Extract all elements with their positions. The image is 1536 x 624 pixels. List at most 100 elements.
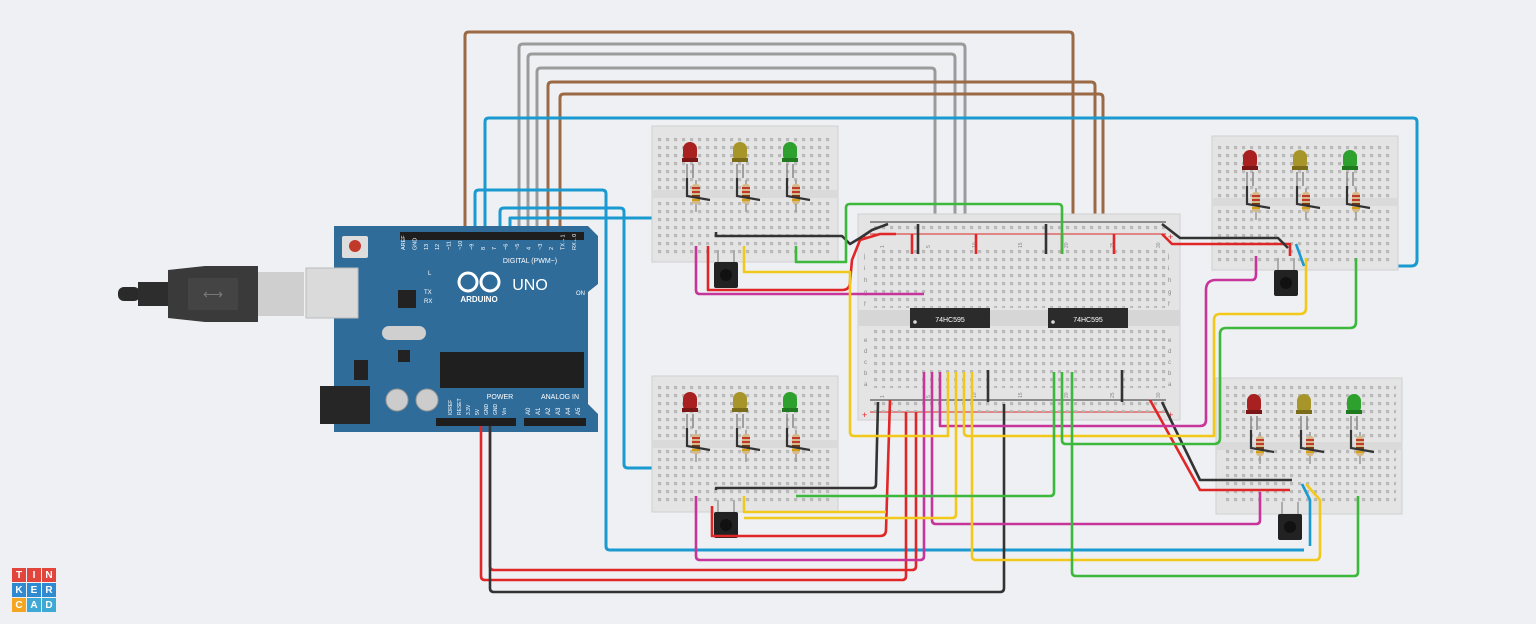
digital-pin-label: ~6 <box>504 244 510 250</box>
wire-black[interactable] <box>714 222 889 246</box>
wire-brown[interactable] <box>558 92 1105 262</box>
wire-yellow[interactable] <box>970 372 1322 562</box>
traffic-light-module <box>682 142 811 288</box>
wire-black[interactable] <box>785 428 811 452</box>
wire-black[interactable] <box>735 178 761 202</box>
pushbutton[interactable] <box>714 250 738 288</box>
digital-pin-label: 2 <box>549 247 555 250</box>
wire-red[interactable] <box>479 412 908 582</box>
shift-register-ic[interactable]: 74HC595 <box>910 308 990 328</box>
wire-magenta[interactable] <box>938 256 1258 428</box>
pushbutton[interactable] <box>714 500 738 538</box>
wire-yellow[interactable] <box>744 372 958 520</box>
wire-black[interactable] <box>1249 430 1275 454</box>
wire-yellow[interactable] <box>742 496 886 514</box>
resistor[interactable] <box>692 180 700 212</box>
wire-gray[interactable] <box>526 52 957 262</box>
pushbutton[interactable] <box>1274 258 1298 296</box>
green-led[interactable] <box>782 142 798 178</box>
wire-yellow[interactable] <box>742 246 950 438</box>
yellow-led[interactable] <box>732 142 748 178</box>
wire-black[interactable] <box>1345 186 1371 210</box>
logo-letter: I <box>27 568 41 582</box>
wire-brown[interactable] <box>463 30 1075 262</box>
wire-black[interactable] <box>735 428 761 452</box>
wire-green[interactable] <box>794 202 1064 264</box>
yellow-led[interactable] <box>732 392 748 428</box>
breadboard-row-label: f <box>1168 302 1170 308</box>
analog-pin-label: A2 <box>546 407 552 415</box>
svg-text:+: + <box>862 410 867 420</box>
wire-red[interactable] <box>1148 399 1290 492</box>
digital-pin-label: ~9 <box>469 244 475 250</box>
logo-letter: C <box>12 598 26 612</box>
wire-black[interactable] <box>1299 430 1325 454</box>
wire-black[interactable] <box>714 401 880 490</box>
wire-black[interactable] <box>1160 401 1292 482</box>
yellow-led[interactable] <box>1296 394 1312 430</box>
breadboard-col-label: 5 <box>926 245 932 248</box>
wire-red[interactable] <box>710 399 892 538</box>
wire-black[interactable] <box>785 178 811 202</box>
breadboard-col-label: 1 <box>880 245 886 248</box>
green-led[interactable] <box>1346 394 1362 430</box>
board-model: UNO <box>512 277 548 294</box>
wire-red[interactable] <box>910 234 1116 254</box>
wire-blue[interactable] <box>483 116 1419 268</box>
digital-label: DIGITAL (PWM~) <box>503 258 557 265</box>
ic-label: 74HC595 <box>1073 317 1103 324</box>
breadboard-col-label: 20 <box>1064 242 1070 248</box>
breadboard-row-label: c <box>1168 360 1171 366</box>
wire-blue[interactable] <box>1294 243 1306 267</box>
pushbutton[interactable] <box>1278 502 1302 540</box>
wire-black[interactable] <box>685 178 711 202</box>
wire-brown[interactable] <box>546 80 1097 262</box>
wire-gray[interactable] <box>535 66 937 262</box>
logo-letter: E <box>27 583 41 597</box>
wire-black[interactable] <box>488 404 1006 594</box>
analog-pin-label: A4 <box>566 407 572 415</box>
wire-gray[interactable] <box>517 42 967 262</box>
wire-blue[interactable] <box>1300 483 1312 546</box>
breadboard-col-label: 15 <box>1018 242 1024 248</box>
arduino-uno-board[interactable]: ⟷ ARDUINO UNO DIGITAL (PWM~) POWER ANALO… <box>118 226 598 432</box>
wire-yellow[interactable] <box>962 258 1308 438</box>
logo-letter: T <box>12 568 26 582</box>
wire-magenta[interactable] <box>930 372 1262 526</box>
tx-led-label: TX <box>424 290 432 296</box>
red-led[interactable] <box>1242 150 1258 186</box>
breadboard-row-label: j <box>1167 254 1169 260</box>
power-pin-label: GND <box>493 404 499 416</box>
wire-magenta[interactable] <box>694 246 924 296</box>
wire-black[interactable] <box>1295 186 1321 210</box>
green-led[interactable] <box>1342 150 1358 186</box>
wire-magenta[interactable] <box>694 372 926 562</box>
wire-green[interactable] <box>1070 372 1360 578</box>
wire-green[interactable] <box>1060 258 1358 446</box>
green-led[interactable] <box>782 392 798 428</box>
red-led[interactable] <box>1246 394 1262 430</box>
wire-black[interactable] <box>916 224 1124 402</box>
breadboard-row-label: i <box>864 266 865 272</box>
wire-black[interactable] <box>685 428 711 452</box>
logo-letter: R <box>42 583 56 597</box>
wire-blue[interactable] <box>498 206 740 470</box>
resistor[interactable] <box>792 430 800 462</box>
red-led[interactable] <box>682 142 698 178</box>
wire-black[interactable] <box>1349 430 1375 454</box>
wire-blue[interactable] <box>473 188 1304 552</box>
wire-black[interactable] <box>1161 222 1289 249</box>
wire-black[interactable] <box>1245 186 1271 210</box>
arduino-logo-icon <box>457 271 501 293</box>
usb-cable: ⟷ <box>118 266 304 322</box>
yellow-led[interactable] <box>1292 150 1308 186</box>
shift-register-ic[interactable]: 74HC595 <box>1048 308 1128 328</box>
wire-green[interactable] <box>796 372 1056 498</box>
red-led[interactable] <box>682 392 698 428</box>
breadboard-row-label: j <box>863 254 865 260</box>
power-label: POWER <box>487 394 513 401</box>
digital-pin-label: RX←0 <box>572 234 578 250</box>
wire-red[interactable] <box>1161 233 1292 256</box>
